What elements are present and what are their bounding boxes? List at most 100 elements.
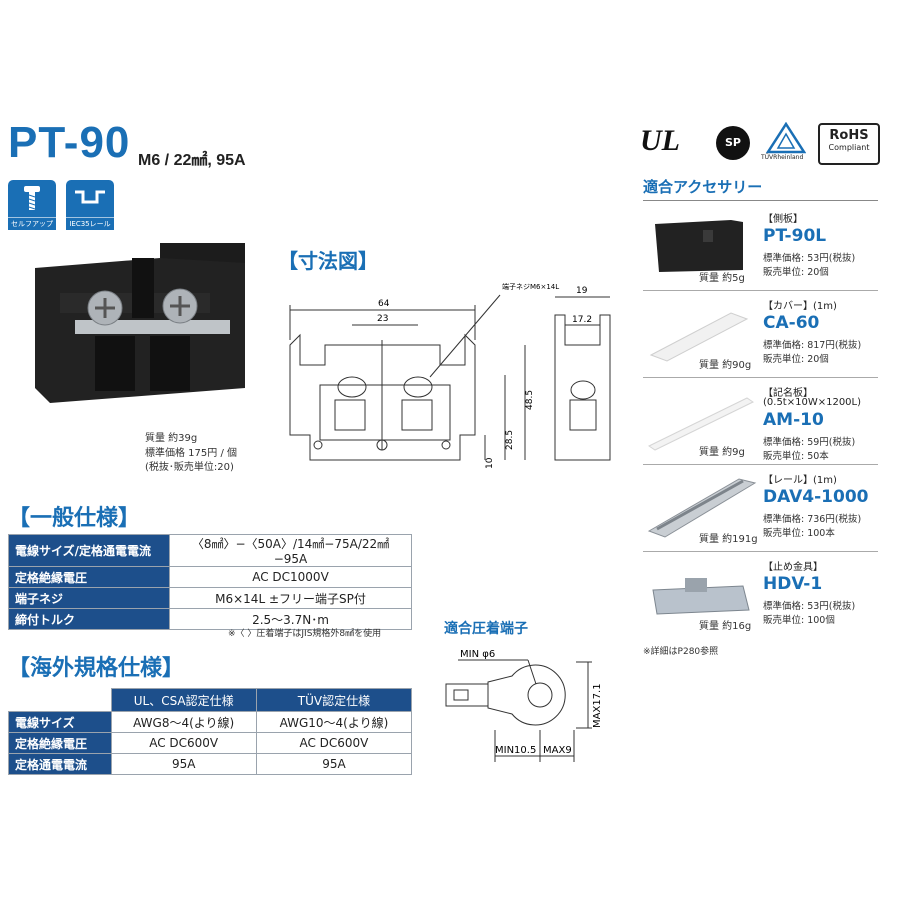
din-rail-icon — [75, 190, 105, 204]
accessory-name: AM-10 — [763, 410, 824, 430]
dim-28-5: 28.5 — [505, 430, 515, 450]
din-rail-image — [647, 478, 757, 538]
accessory-item: 質量 約5g 【側板】 PT-90L 標準価格: 53円(税抜) 販売単位: 2… — [643, 204, 878, 291]
accessory-price: 標準価格: 53円(税抜) — [763, 253, 856, 264]
table-row: 定格絶縁電圧 AC DC600V AC DC600V — [8, 732, 413, 754]
table-row: 電線サイズ/定格通電電流 〈8㎟〉−〈50A〉/14㎟−75A/22㎟−95A — [8, 534, 412, 567]
accessory-item: 質量 約9g 【記名板】 (0.5t×10W×1200L) AM-10 標準価格… — [643, 378, 878, 465]
spec-label: 端子ネジ — [8, 587, 170, 609]
accessory-category: 【側板】 — [763, 214, 803, 225]
accessory-unit: 販売単位: 20個 — [763, 354, 829, 365]
crimp-hole-label: MIN φ6 — [460, 649, 495, 660]
tuv-triangle-icon — [766, 122, 806, 154]
crimp-heading: 適合圧着端子 — [444, 621, 528, 637]
accessory-weight: 質量 約90g — [699, 360, 752, 371]
product-spec: M6 / 22㎟, 95A — [138, 152, 246, 169]
general-spec-table: 電線サイズ/定格通電電流 〈8㎟〉−〈50A〉/14㎟−75A/22㎟−95A … — [8, 534, 412, 630]
accessory-price: 標準価格: 736円(税抜) — [763, 514, 862, 525]
rohs-title: RoHS — [829, 128, 869, 143]
accessory-heading: 適合アクセサリー — [643, 178, 763, 196]
accessory-weight: 質量 約16g — [699, 621, 752, 632]
accessory-category: 【記名板】 — [763, 388, 813, 399]
dimension-heading: 【寸法図】 — [278, 249, 378, 273]
rohs-sub: Compliant — [828, 143, 870, 152]
overseas-spec-heading: 【海外規格仕様】 — [8, 656, 185, 681]
spec-label: 締付トルク — [8, 608, 170, 630]
product-photo — [35, 243, 245, 403]
product-title: PT-90 — [8, 118, 131, 167]
spec-label: 電線サイズ/定格通電電流 — [8, 534, 170, 567]
name-plate-image — [647, 397, 755, 451]
screw-label: 端子ネジM6×14L — [502, 282, 559, 291]
photo-note: (税抜･販売単位:20) — [145, 462, 234, 473]
dim-10: 10 — [485, 457, 495, 469]
spec-value: 〈8㎟〉−〈50A〉/14㎟−75A/22㎟−95A — [169, 534, 412, 567]
accessory-unit: 販売単位: 100本 — [763, 528, 835, 539]
self-up-label: セルフアップ — [8, 217, 56, 230]
crimp-height-label: MAX17.1 — [592, 683, 603, 728]
rohs-mark: RoHS Compliant — [818, 123, 880, 165]
photo-price: 標準価格 175円 / 個 — [145, 448, 237, 459]
accessory-rule — [643, 200, 878, 201]
column-header: TÜV認定仕様 — [255, 688, 413, 712]
table-row: 端子ネジ M6×14L ±フリー端子SP付 — [8, 587, 412, 609]
accessory-category: 【止め金具】 — [763, 562, 823, 573]
dim-23: 23 — [377, 314, 388, 324]
dim-19: 19 — [576, 286, 588, 296]
spec-value: AC DC1000V — [169, 566, 412, 588]
accessory-weight: 質量 約191g — [699, 534, 758, 545]
spec-label: 定格絶縁電圧 — [8, 732, 112, 754]
din-rail-badge: IEC35レール — [66, 180, 114, 230]
photo-weight: 質量 約39g — [145, 433, 198, 444]
dim-17-2: 17.2 — [572, 315, 592, 325]
table-header-row: UL、CSA認定仕様 TÜV認定仕様 — [8, 688, 413, 712]
general-spec-note: ※〈 〉圧着端子はJIS規格外8㎟を使用 — [228, 629, 382, 639]
tuv-label: TÜVRheinland — [761, 154, 804, 161]
accessory-category: 【レール】(1m) — [763, 475, 837, 486]
spec-value: AC DC600V — [110, 732, 257, 754]
din-rail-label: IEC35レール — [66, 217, 114, 230]
accessory-price: 標準価格: 59円(税抜) — [763, 437, 856, 448]
accessory-weight: 質量 約9g — [699, 447, 745, 458]
table-row: 電線サイズ AWG8〜4(より線) AWG10〜4(より線) — [8, 711, 413, 733]
column-header: UL、CSA認定仕様 — [110, 688, 257, 712]
screw-icon — [24, 186, 40, 210]
accessory-name: DAV4-1000 — [763, 487, 869, 507]
self-up-badge: セルフアップ — [8, 180, 56, 230]
spec-label: 電線サイズ — [8, 711, 112, 733]
header-empty — [8, 688, 111, 712]
accessory-footnote: ※詳細はP280参照 — [643, 647, 719, 657]
crimp-len2-label: MAX9 — [543, 745, 572, 756]
spec-value: AC DC600V — [255, 732, 413, 754]
table-row: 締付トルク 2.5〜3.7N･m — [8, 608, 412, 630]
spec-value: 2.5〜3.7N･m — [169, 608, 412, 630]
side-plate-image — [655, 220, 743, 272]
csa-mark: SP — [716, 126, 750, 160]
accessory-sub: (0.5t×10W×1200L) — [763, 397, 862, 408]
accessory-price: 標準価格: 817円(税抜) — [763, 340, 862, 351]
spec-value: AWG8〜4(より線) — [110, 711, 257, 733]
table-row: 定格絶縁電圧 AC DC1000V — [8, 566, 412, 588]
dim-64: 64 — [378, 299, 390, 309]
spec-label: 定格通電電流 — [8, 753, 112, 775]
table-row: 定格通電電流 95A 95A — [8, 753, 413, 775]
accessory-name: HDV-1 — [763, 574, 823, 594]
crimp-len1-label: MIN10.5 — [495, 745, 536, 756]
general-spec-heading: 【一般仕様】 — [8, 506, 141, 531]
accessory-name: CA-60 — [763, 313, 820, 333]
spec-label: 定格絶縁電圧 — [8, 566, 170, 588]
accessory-item: 質量 約90g 【カバー】(1m) CA-60 標準価格: 817円(税抜) 販… — [643, 291, 878, 378]
dimension-drawing: 64 23 48.5 28.5 10 19 17.2 端子ネジM6×14L — [289, 282, 611, 469]
accessory-weight: 質量 約5g — [699, 273, 745, 284]
accessory-item: 質量 約16g 【止め金具】 HDV-1 標準価格: 53円(税抜) 販売単位:… — [643, 552, 878, 638]
accessory-price: 標準価格: 53円(税抜) — [763, 601, 856, 612]
spec-value: AWG10〜4(より線) — [255, 711, 413, 733]
accessory-unit: 販売単位: 20個 — [763, 267, 829, 278]
accessory-category: 【カバー】(1m) — [763, 301, 837, 312]
overseas-spec-table: UL、CSA認定仕様 TÜV認定仕様 電線サイズ AWG8〜4(より線) AWG… — [8, 688, 413, 775]
accessory-item: 質量 約191g 【レール】(1m) DAV4-1000 標準価格: 736円(… — [643, 465, 878, 552]
spec-value: 95A — [110, 753, 257, 775]
accessory-unit: 販売単位: 100個 — [763, 615, 835, 626]
cover-image — [649, 312, 749, 362]
end-stopper-image — [652, 578, 750, 615]
